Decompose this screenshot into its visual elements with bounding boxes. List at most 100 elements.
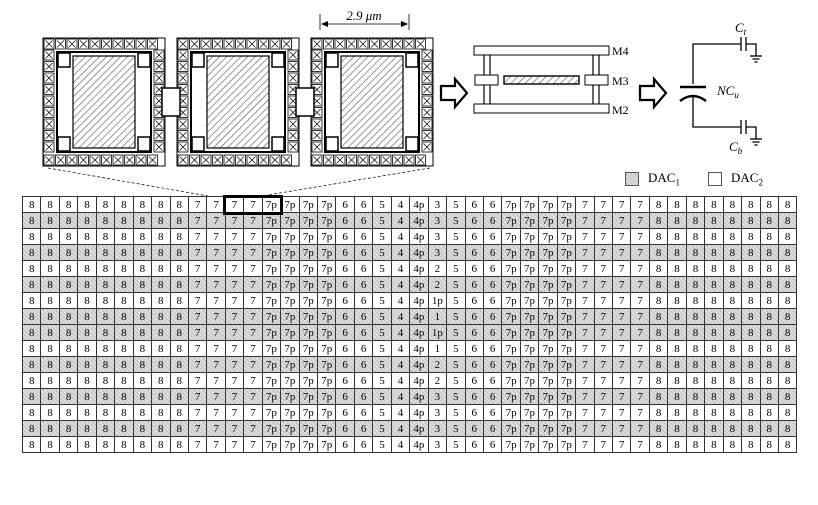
grid-cell: 7p	[501, 356, 521, 373]
grid-cell: 8	[648, 308, 669, 325]
grid-cell: 8	[40, 276, 60, 293]
grid-cell: 7	[575, 404, 595, 421]
grid-cell: 5	[372, 404, 392, 421]
grid-cell: 6	[464, 228, 484, 245]
grid-cell: 7	[593, 212, 614, 229]
grid-cell: 4	[390, 420, 411, 437]
grid-cell: 8	[169, 228, 189, 245]
grid-cell: 6	[353, 420, 374, 437]
grid-cell: 8	[132, 388, 153, 405]
grid-cell: 7	[575, 436, 595, 453]
grid-cell: 4	[390, 404, 411, 421]
grid-cell: 8	[132, 260, 153, 277]
grid-cell: 7p	[556, 228, 577, 245]
grid-cell: 8	[704, 212, 724, 229]
grid-cell: 7p	[280, 404, 300, 421]
grid-cell: 7	[630, 420, 650, 437]
grid-cell: 8	[667, 340, 687, 357]
grid-cell: 7	[224, 276, 245, 293]
grid-cell: 7p	[556, 340, 577, 357]
grid-cell: 7p	[280, 196, 300, 213]
grid-cell: 7	[575, 228, 595, 245]
grid-cell: 7p	[501, 260, 521, 277]
grid-cell: 5	[446, 356, 466, 373]
grid-cell: 7	[593, 276, 614, 293]
grid-cell: 7	[575, 372, 595, 389]
grid-cell: 8	[132, 420, 153, 437]
grid-cell: 8	[777, 228, 798, 245]
grid-cell: 8	[777, 340, 798, 357]
grid-cell: 7p	[261, 436, 282, 453]
grid-cell: 7p	[501, 196, 521, 213]
grid-cell: 8	[741, 276, 761, 293]
grid-cell: 8	[741, 372, 761, 389]
grid-cell: 8	[114, 244, 134, 261]
grid-cell: 7	[593, 340, 614, 357]
grid-cell: 7	[593, 308, 614, 325]
unit-cell-array	[42, 37, 434, 167]
grid-cell: 8	[114, 404, 134, 421]
grid-cell: 7	[206, 436, 226, 453]
grid-cell: 7	[224, 292, 245, 309]
grid-cell: 8	[58, 420, 79, 437]
grid-cell: 4	[390, 260, 411, 277]
grid-cell: 7p	[298, 420, 319, 437]
grid-cell: 8	[704, 388, 724, 405]
grid-cell: 8	[759, 212, 779, 229]
grid-cell: 8	[741, 388, 761, 405]
grid-cell: 7	[187, 388, 208, 405]
grid-cell: 8	[58, 436, 79, 453]
grid-cell: 8	[114, 420, 134, 437]
grid-cell: 7p	[519, 244, 540, 261]
grid-cell: 8	[40, 292, 60, 309]
grid-cell: 7p	[280, 388, 300, 405]
grid-cell: 1	[427, 340, 448, 357]
grid-cell: 7	[575, 356, 595, 373]
grid-cell: 7	[187, 260, 208, 277]
grid-cell: 8	[667, 356, 687, 373]
grid-cell: 8	[667, 244, 687, 261]
grid-cell: 8	[95, 388, 116, 405]
grid-cell: 7	[593, 324, 614, 341]
dimension-marker	[319, 14, 410, 30]
grid-cell: 7	[611, 404, 632, 421]
grid-cell: 7p	[501, 436, 521, 453]
grid-cell: 8	[759, 388, 779, 405]
grid-cell: 8	[704, 228, 724, 245]
grid-cell: 7p	[316, 308, 337, 325]
grid-cell: 7p	[280, 436, 300, 453]
grid-cell: 8	[95, 276, 116, 293]
cap-label-bottom: Cb	[729, 139, 743, 156]
grid-cell: 7p	[298, 388, 319, 405]
grid-cell: 8	[95, 420, 116, 437]
grid-cell: 8	[777, 420, 798, 437]
layer-label-m2: M2	[612, 103, 629, 117]
grid-cell: 8	[648, 436, 669, 453]
grid-cell: 6	[482, 212, 503, 229]
grid-cell: 7	[630, 244, 650, 261]
grid-cell: 7	[187, 228, 208, 245]
grid-cell: 7p	[298, 340, 319, 357]
grid-cell: 8	[77, 212, 97, 229]
grid-cell: 7	[575, 292, 595, 309]
grid-cell: 1	[427, 308, 448, 325]
grid-cell: 8	[114, 308, 134, 325]
grid-cell: 7	[630, 212, 650, 229]
grid-cell: 7p	[261, 276, 282, 293]
grid-cell: 8	[777, 308, 798, 325]
grid-cell: 8	[40, 404, 60, 421]
grid-cell: 8	[648, 292, 669, 309]
grid-cell: 5	[372, 436, 392, 453]
grid-cell: 6	[335, 436, 355, 453]
grid-cell: 8	[685, 292, 706, 309]
grid-cell: 7	[630, 356, 650, 373]
grid-cell: 7	[611, 276, 632, 293]
grid-cell: 7p	[556, 292, 577, 309]
grid-cell: 8	[777, 404, 798, 421]
grid-cell: 8	[77, 356, 97, 373]
grid-cell: 8	[77, 436, 97, 453]
grid-cell: 8	[21, 324, 42, 341]
grid-cell: 5	[372, 260, 392, 277]
